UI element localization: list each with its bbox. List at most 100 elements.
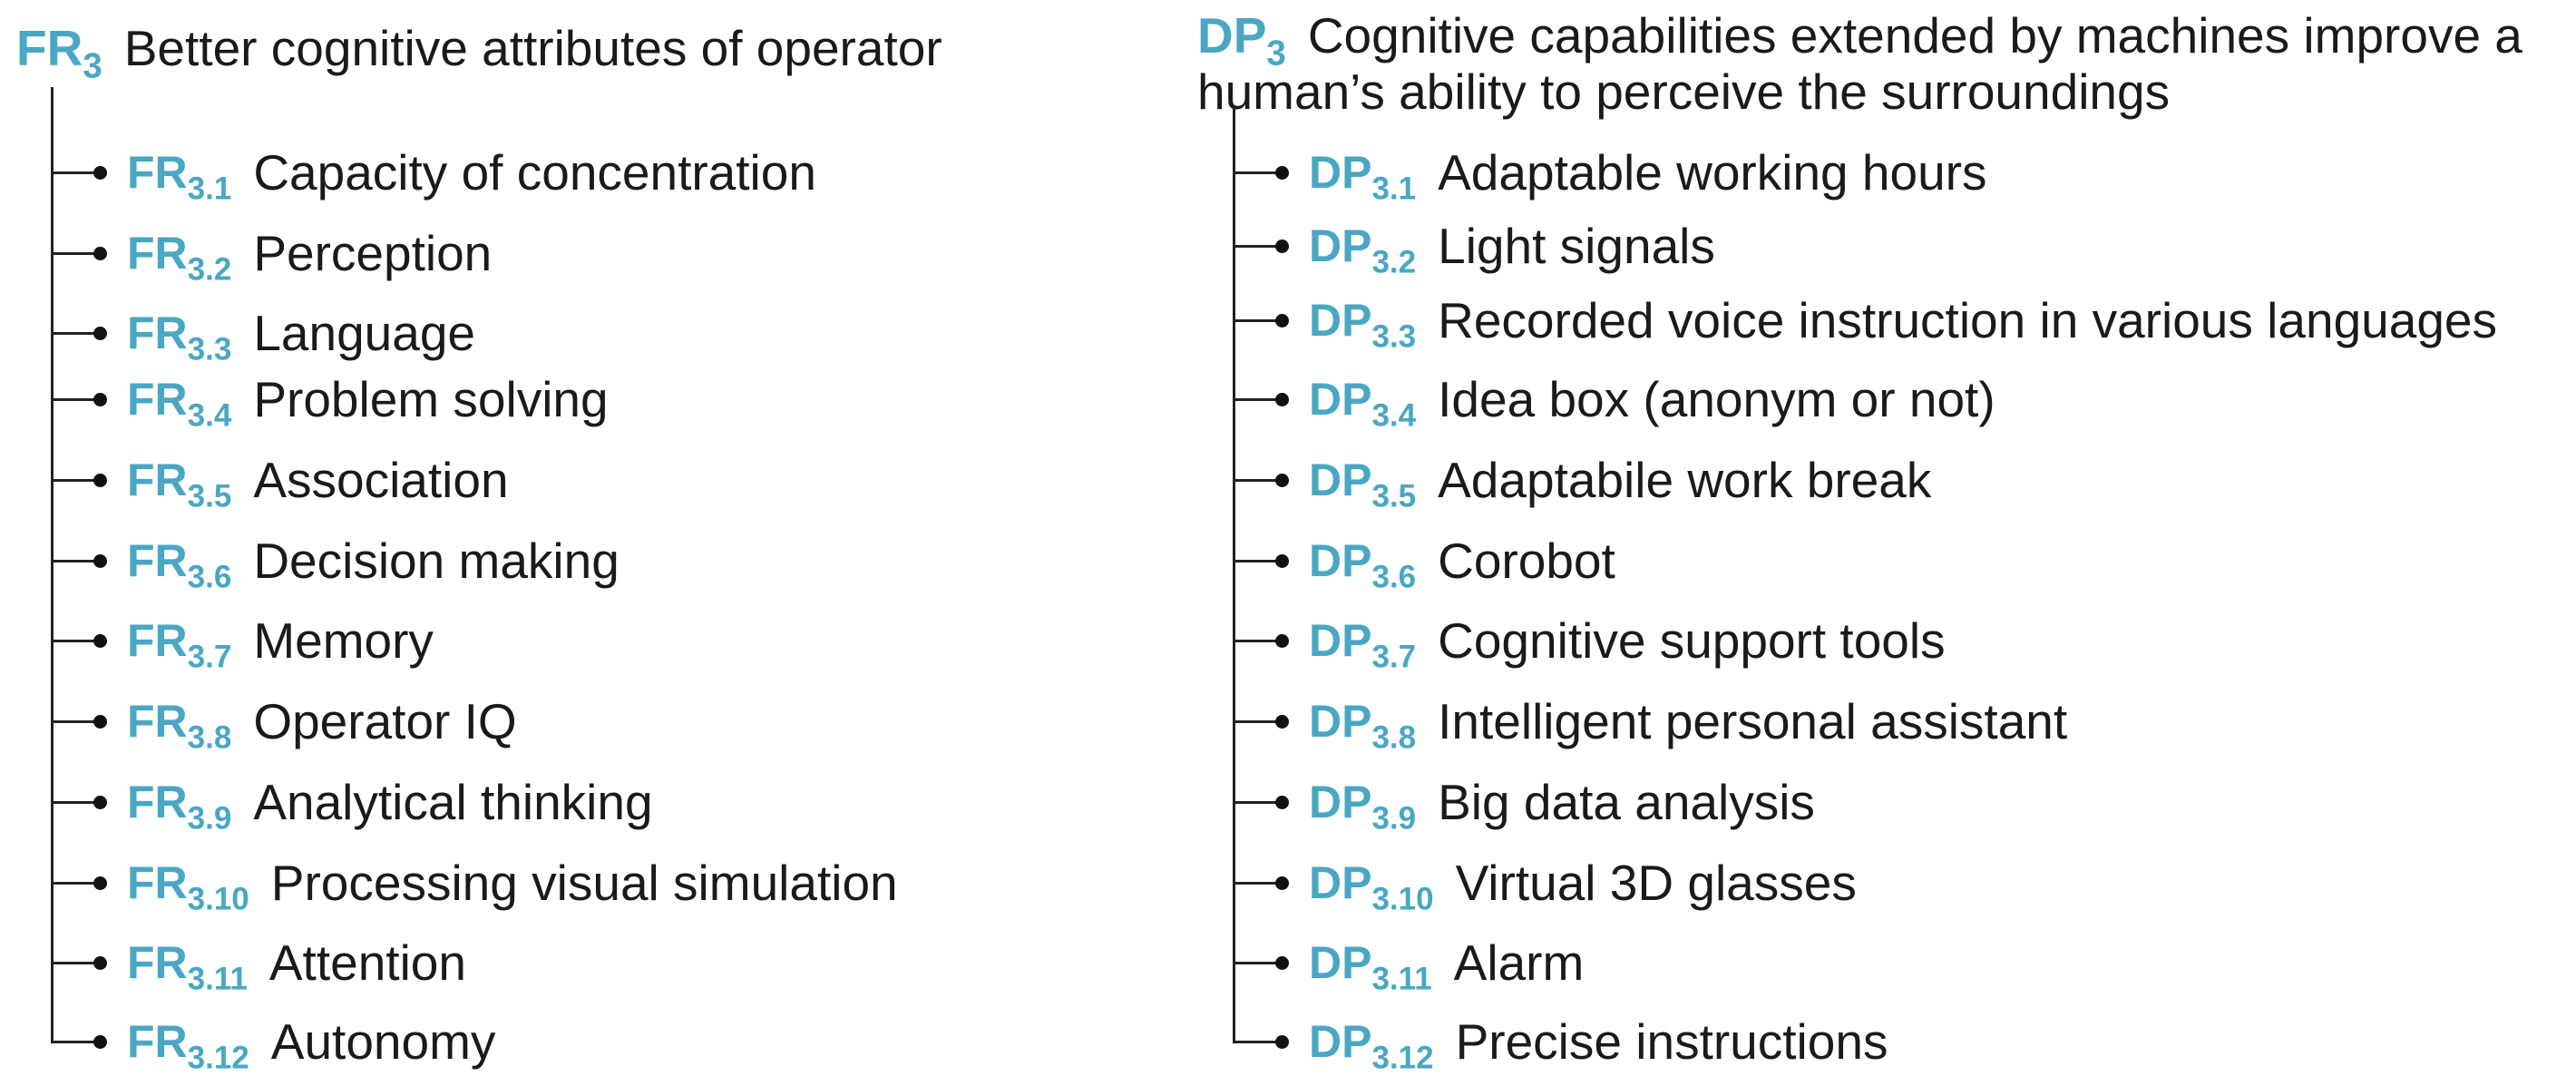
fr-child-5: FR3.5 Association	[51, 448, 509, 512]
dp-child-code: DP3.3	[1309, 295, 1417, 355]
fr-child-label: Memory	[253, 612, 434, 669]
fr-child-code: FR3.3	[127, 308, 232, 367]
fr-child-code: FR3.9	[127, 777, 232, 837]
dp-child-code: DP3.10	[1309, 857, 1434, 917]
dp-child-label: Light signals	[1438, 218, 1715, 274]
branch-connector	[51, 553, 107, 568]
branch-connector	[1233, 165, 1289, 180]
bullet-dot	[1275, 955, 1289, 970]
dp-child-4: DP3.4 Idea box (anonym or not)	[1233, 367, 1995, 431]
dp-child-label: Big data analysis	[1438, 774, 1815, 830]
dp-child-code: DP3.9	[1309, 777, 1417, 837]
dp-child-6: DP3.6 Corobot	[1233, 529, 1615, 592]
fr-child-code: FR3.2	[127, 228, 232, 288]
fr-child-label: Processing visual simulation	[270, 855, 898, 911]
bullet-dot	[1275, 313, 1289, 328]
branch-connector	[1233, 553, 1289, 568]
bullet-dot	[1275, 239, 1289, 253]
bullet-dot	[93, 473, 107, 487]
fr-child-6: FR3.6 Decision making	[51, 529, 620, 592]
dp-child-label: Alarm	[1453, 934, 1585, 991]
fr-child-label: Perception	[253, 225, 493, 281]
branch-connector	[1233, 633, 1289, 648]
bullet-dot	[93, 246, 107, 260]
dp-child-label: Intelligent personal assistant	[1438, 693, 2068, 749]
dp-child-code: DP3.7	[1309, 615, 1417, 675]
fr-child-code: FR3.7	[127, 615, 232, 675]
fr-child-11: FR3.11 Attention	[51, 931, 466, 994]
dp-child-code: DP3.6	[1309, 535, 1417, 595]
fr-child-code: FR3.4	[127, 374, 232, 434]
fr-trunk-line	[51, 87, 54, 1042]
fr-root-code: FR3	[16, 20, 102, 86]
fr-child-label: Attention	[268, 934, 466, 991]
dp-child-code: DP3.1	[1309, 147, 1417, 207]
fr-child-10: FR3.10 Processing visual simulation	[51, 851, 898, 915]
bullet-dot	[1275, 633, 1289, 648]
branch-connector	[1233, 876, 1289, 890]
fr-child-1: FR3.1 Capacity of concentration	[51, 141, 816, 204]
fr-child-12: FR3.12 Autonomy	[51, 1010, 495, 1073]
branch-connector	[51, 876, 107, 890]
dp-child-2: DP3.2 Light signals	[1233, 214, 1715, 278]
fr-child-7: FR3.7 Memory	[51, 609, 434, 672]
dp-child-11: DP3.11 Alarm	[1233, 931, 1584, 994]
dp-child-12: DP3.12 Precise instructions	[1233, 1010, 1888, 1073]
bullet-dot	[93, 553, 107, 568]
dp-child-code: DP3.11	[1309, 937, 1432, 997]
fr-child-label: Capacity of concentration	[253, 144, 816, 201]
fr-child-label: Problem solving	[253, 371, 609, 427]
fr-child-label: Autonomy	[270, 1013, 496, 1070]
branch-connector	[1233, 795, 1289, 809]
branch-connector	[51, 326, 107, 340]
bullet-dot	[93, 392, 107, 406]
branch-connector	[51, 714, 107, 729]
dp-child-label: Adaptabile work break	[1438, 452, 1932, 508]
fr-child-code: FR3.8	[127, 696, 232, 756]
dp-child-label: Adaptable working hours	[1438, 144, 1987, 201]
fr-child-4: FR3.4 Problem solving	[51, 367, 609, 431]
branch-connector	[51, 246, 107, 260]
fr-child-label: Operator IQ	[253, 693, 517, 749]
dp-child-7: DP3.7 Cognitive support tools	[1233, 609, 1946, 672]
branch-connector	[1233, 1034, 1289, 1049]
dp-child-8: DP3.8 Intelligent personal assistant	[1233, 690, 2067, 753]
fr-child-code: FR3.5	[127, 455, 232, 514]
dp-child-label: Idea box (anonym or not)	[1438, 371, 1995, 427]
branch-connector	[51, 473, 107, 487]
dp-child-code: DP3.12	[1309, 1016, 1434, 1076]
bullet-dot	[93, 955, 107, 970]
bullet-dot	[1275, 553, 1289, 568]
dp-child-label: Recorded voice instruction in various la…	[1438, 292, 2498, 348]
fr-child-label: Language	[253, 305, 476, 361]
bullet-dot	[1275, 392, 1289, 406]
dp-child-code: DP3.2	[1309, 220, 1417, 280]
bullet-dot	[1275, 1034, 1289, 1049]
fr-child-label: Association	[253, 452, 509, 508]
branch-connector	[51, 1034, 107, 1049]
dp-child-code: DP3.4	[1309, 374, 1417, 434]
fr-child-9: FR3.9 Analytical thinking	[51, 770, 653, 834]
dp-child-label: Virtual 3D glasses	[1455, 855, 1857, 911]
fr-child-8: FR3.8 Operator IQ	[51, 690, 517, 753]
dp-child-9: DP3.9 Big data analysis	[1233, 770, 1815, 834]
dp-child-5: DP3.5 Adaptabile work break	[1233, 448, 1931, 512]
dp-child-label: Precise instructions	[1455, 1013, 1888, 1070]
fr-child-3: FR3.3 Language	[51, 301, 475, 365]
dp-child-label: Corobot	[1438, 533, 1615, 589]
bullet-dot	[1275, 165, 1289, 180]
bullet-dot	[93, 714, 107, 729]
dp-trunk-line	[1233, 107, 1235, 1042]
fr-child-label: Decision making	[253, 533, 620, 589]
dp-child-code: DP3.5	[1309, 455, 1417, 514]
bullet-dot	[93, 795, 107, 809]
bullet-dot	[93, 876, 107, 890]
fr-child-code: FR3.11	[127, 937, 248, 997]
branch-connector	[1233, 239, 1289, 253]
branch-connector	[1233, 392, 1289, 406]
bullet-dot	[93, 326, 107, 340]
fr-child-code: FR3.6	[127, 535, 232, 595]
